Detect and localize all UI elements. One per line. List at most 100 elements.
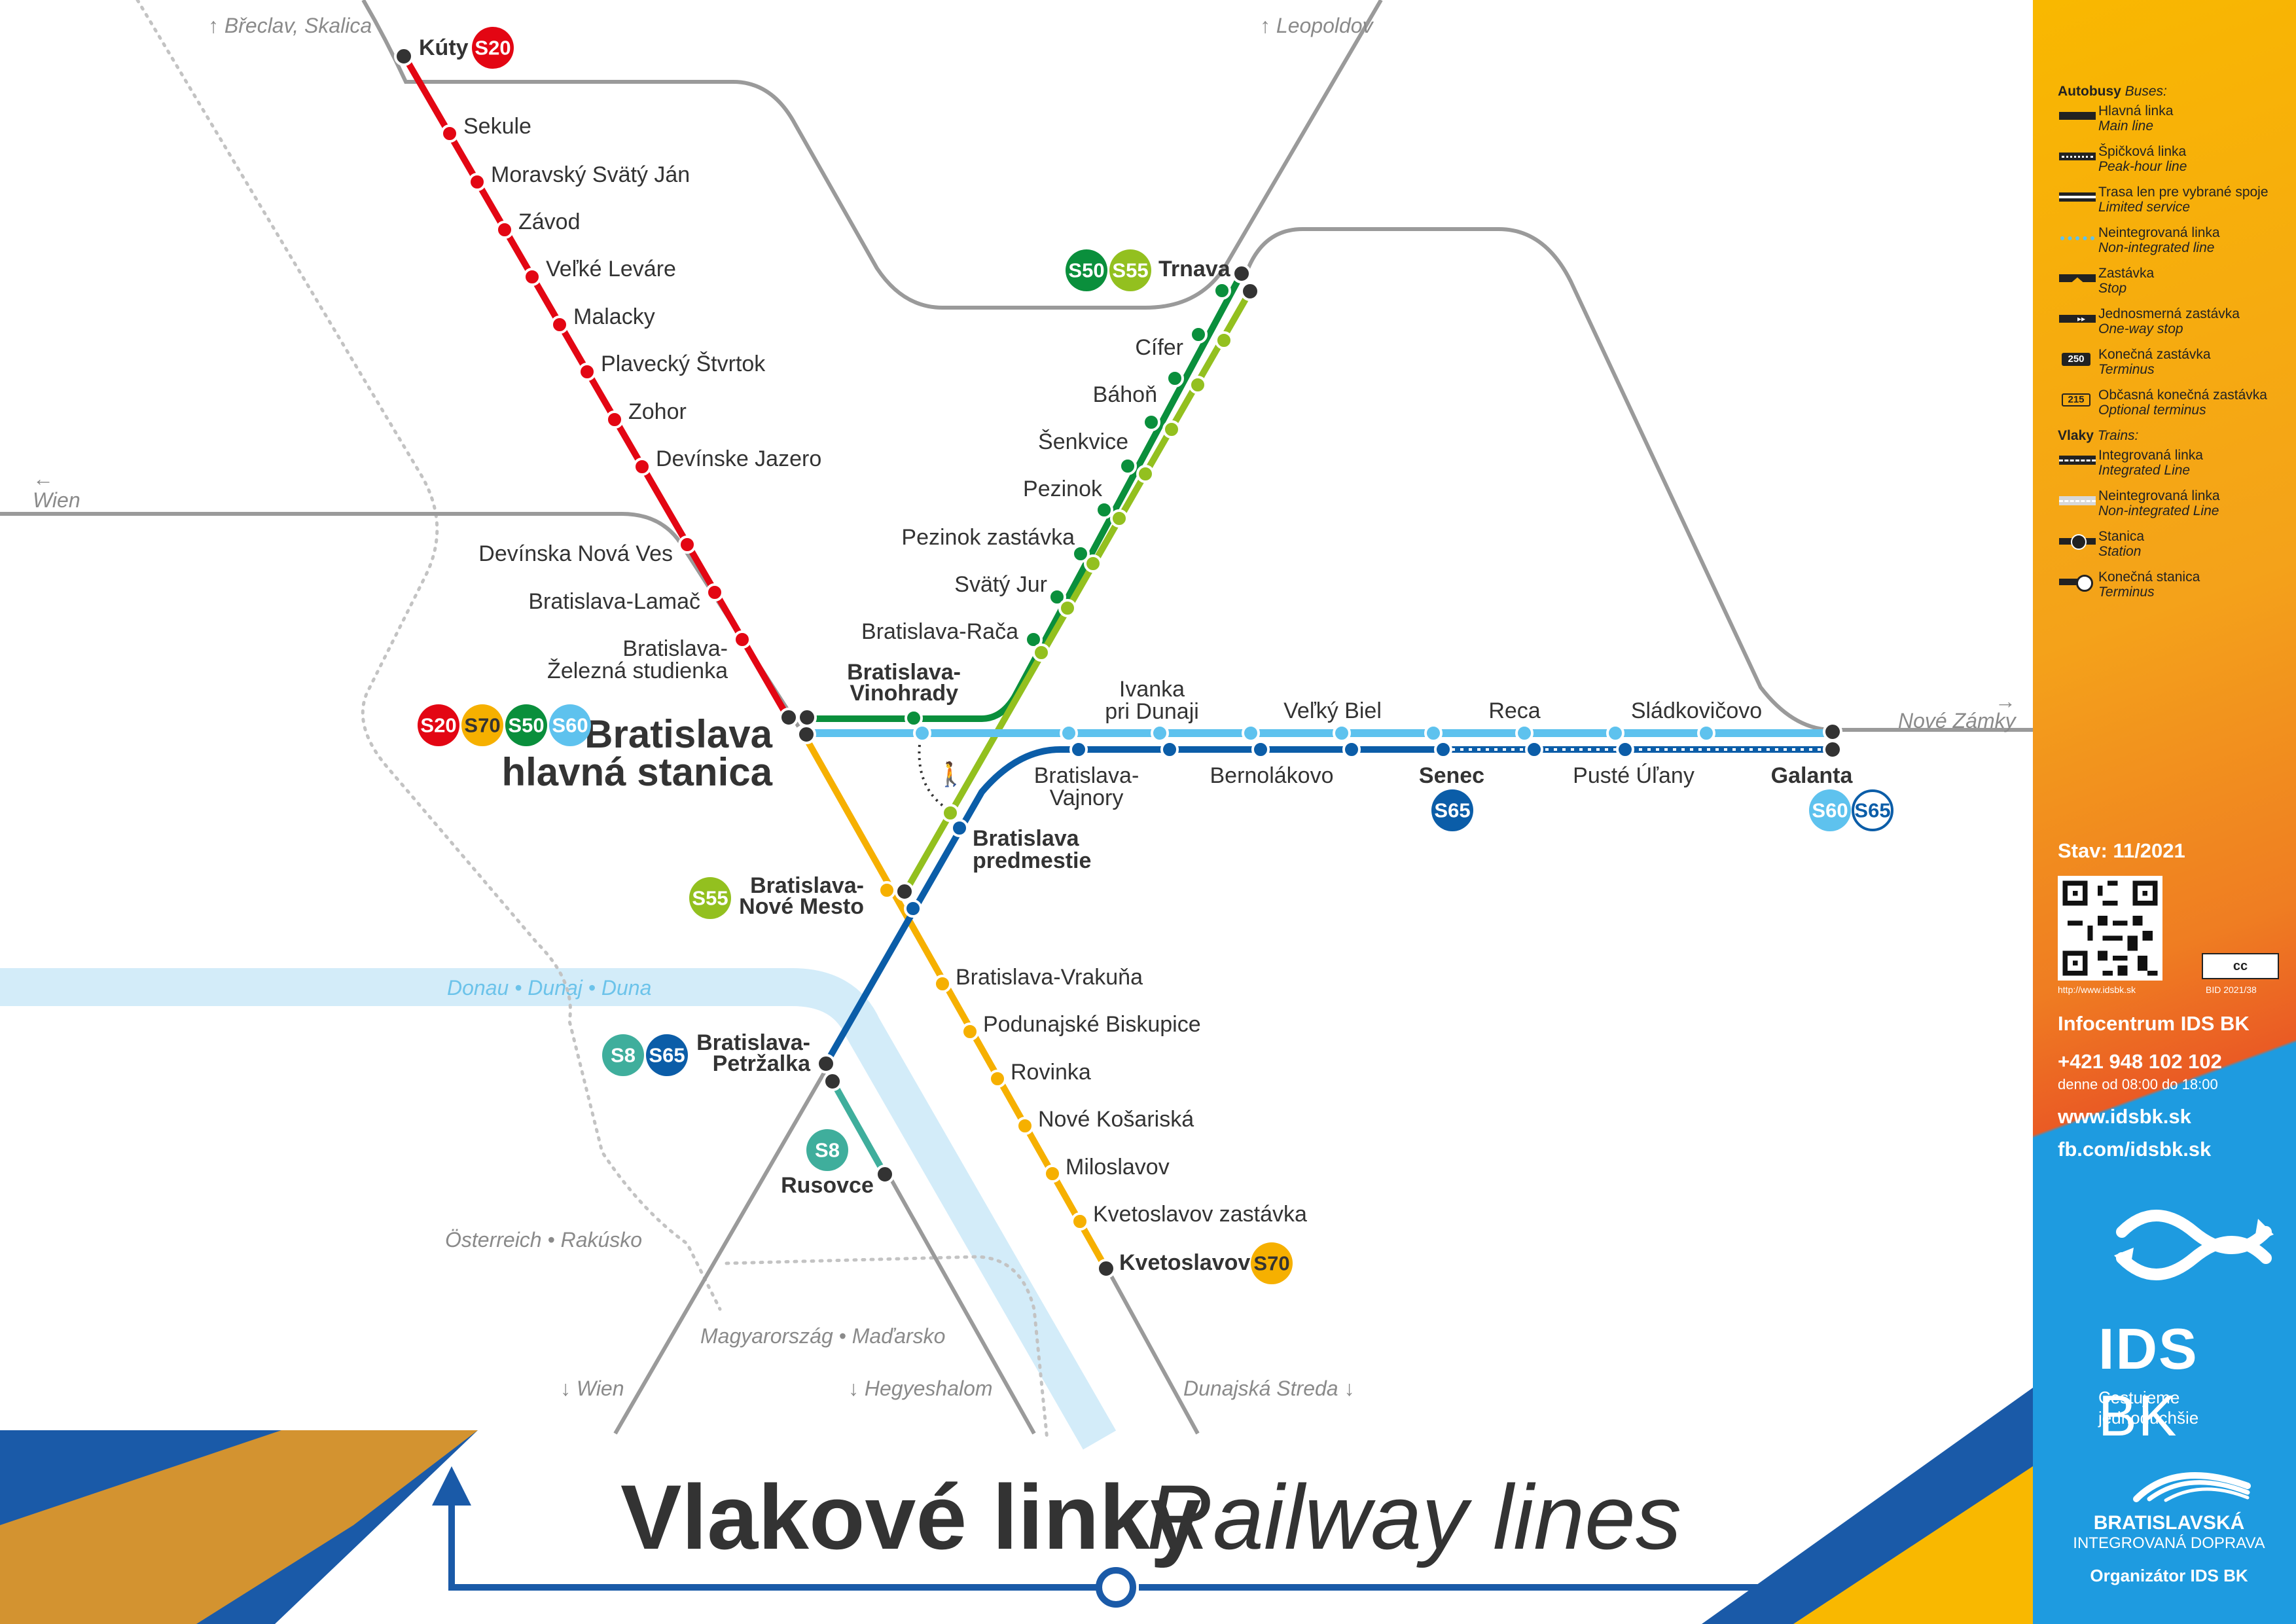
station-pezinok: Pezinok xyxy=(1023,477,1103,501)
legend-item-en: Non-integrated Line xyxy=(2098,503,2219,518)
station-predmestie-1: Bratislava xyxy=(973,826,1080,851)
facebook-link[interactable]: fb.com/idsbk.sk xyxy=(2058,1138,2212,1161)
qr-url[interactable]: http://www.idsbk.sk xyxy=(2058,984,2136,995)
organizer-label: Organizátor IDS BK xyxy=(2090,1566,2248,1585)
badge-galanta-s60: S60 xyxy=(1809,789,1851,831)
legend-buses-head: Autobusy Buses: xyxy=(2058,84,2167,99)
station-zelezna-1: Bratislava- xyxy=(622,636,728,661)
badge-nove-mesto-s55: S55 xyxy=(689,877,731,919)
station-vajnory-2: Vajnory xyxy=(1050,785,1124,810)
station-miloslavov: Miloslavov xyxy=(1066,1155,1170,1180)
station-sekule: Sekule xyxy=(463,114,531,139)
station-vinohrady-2: Vinohrady xyxy=(850,681,958,706)
station-bernolakovo: Bernolákovo xyxy=(1210,763,1333,788)
station-nove-mesto-1: Bratislava- xyxy=(750,873,864,898)
stop-icon xyxy=(2058,270,2098,287)
pedestrian-icon: 🚶 xyxy=(936,761,965,787)
svg-text:S60: S60 xyxy=(1812,799,1848,822)
line-s20 xyxy=(401,54,792,721)
stops-s65 xyxy=(904,740,1634,918)
station-vajnory-1: Bratislava- xyxy=(1034,763,1139,788)
oneway-stop-icon: ▸▸ xyxy=(2058,310,2098,327)
station-nodes xyxy=(394,46,1842,1278)
legend-item-en: Optional terminus xyxy=(2098,403,2206,418)
station-velky-biel: Veľký Biel xyxy=(1283,698,1382,723)
hungary-label: Magyarország • Maďarsko xyxy=(700,1324,945,1348)
legend-item-en: One-way stop xyxy=(2098,321,2183,336)
station-raca: Bratislava-Rača xyxy=(861,619,1018,644)
state-borders xyxy=(135,0,1049,1442)
badge-trnava-s55: S55 xyxy=(1109,249,1151,291)
terminus-icon: 250 xyxy=(2058,351,2098,368)
legend-item-sk: Špičková linka xyxy=(2098,144,2187,159)
bottom-right-yellow xyxy=(1793,1466,2033,1624)
austria-label: Österreich • Rakúsko xyxy=(445,1228,642,1252)
bid-name: BRATISLAVSKÁ xyxy=(2093,1512,2245,1534)
station-senec: Senec xyxy=(1419,763,1484,788)
phone-number[interactable]: +421 948 102 102 xyxy=(2058,1050,2222,1073)
bid-subtitle: INTEGROVANÁ DOPRAVA xyxy=(2073,1534,2265,1552)
legend-item-sk: Jednosmerná zastávka xyxy=(2098,306,2240,321)
station-sladkovicovo: Sládkovičovo xyxy=(1631,698,1762,723)
title-arrow-head xyxy=(432,1466,471,1506)
station-zelezna-2: Železná studienka xyxy=(547,659,728,683)
station-vrakuna: Bratislava-Vrakuňa xyxy=(956,965,1143,990)
title-arrow xyxy=(448,1479,1116,1591)
website-link[interactable]: www.idsbk.sk xyxy=(2058,1105,2191,1128)
ids-bk-wordmark: IDS BK xyxy=(2098,1316,2198,1448)
station-devinska-nova-ves: Devínska Nová Ves xyxy=(478,541,673,566)
station-lamac: Bratislava-Lamač xyxy=(528,589,700,614)
legend-item-en: Stop xyxy=(2098,281,2127,296)
station-ivanka-2: pri Dunaji xyxy=(1105,699,1199,724)
title-sk: Vlakové linky xyxy=(620,1466,1201,1568)
station-icon xyxy=(2058,533,2098,550)
direction-wien-down: ↓ Wien xyxy=(560,1377,624,1400)
legend-item-sk: Konečná zastávka xyxy=(2098,347,2211,362)
badge-hlavna-s20: S20 xyxy=(418,704,459,746)
badge-kuty-s20: S20 xyxy=(472,27,514,69)
svg-text:S50: S50 xyxy=(508,714,544,737)
nonintegrated-train-icon xyxy=(2058,492,2098,509)
station-moravsky-svaty-jan: Moravský Svätý Ján xyxy=(491,162,690,187)
svg-text:S55: S55 xyxy=(1112,259,1148,282)
svg-text:S70: S70 xyxy=(464,714,500,737)
infocentrum-label: Infocentrum IDS BK xyxy=(2058,1012,2250,1035)
optional-terminus-icon: 215 xyxy=(2058,391,2098,408)
ids-bk-logo-icon xyxy=(2114,1210,2274,1280)
legend-item-en: Peak-hour line xyxy=(2098,159,2187,174)
legend-item-en: Terminus xyxy=(2098,362,2155,377)
qr-code-icon[interactable] xyxy=(2058,876,2162,981)
legend-trains-head: Vlaky Trains: xyxy=(2058,428,2139,443)
bottom-left-orange xyxy=(0,1430,478,1624)
station-kuty: Kúty xyxy=(419,35,469,60)
badge-hlavna-s50: S50 xyxy=(505,704,547,746)
station-petrzalka-2: Petržalka xyxy=(713,1051,811,1076)
station-hlavna-2: hlavná stanica xyxy=(501,750,772,794)
direction-hegyeshalom: ↓ Hegyeshalom xyxy=(848,1377,993,1400)
legend-item-en: Integrated Line xyxy=(2098,463,2191,478)
station-nove-kosariska: Nové Košariská xyxy=(1038,1107,1194,1132)
station-puste-ulany: Pusté Úľany xyxy=(1573,763,1695,788)
station-nove-mesto-2: Nové Mesto xyxy=(739,894,864,919)
station-malacky: Malacky xyxy=(573,304,655,329)
station-podunajske-biskupice: Podunajské Biskupice xyxy=(983,1012,1201,1037)
main-line-icon xyxy=(2058,107,2098,124)
direction-breclav: ↑ Břeclav, Skalica xyxy=(208,14,372,37)
badge-petrzalka-s65: S65 xyxy=(646,1034,688,1076)
